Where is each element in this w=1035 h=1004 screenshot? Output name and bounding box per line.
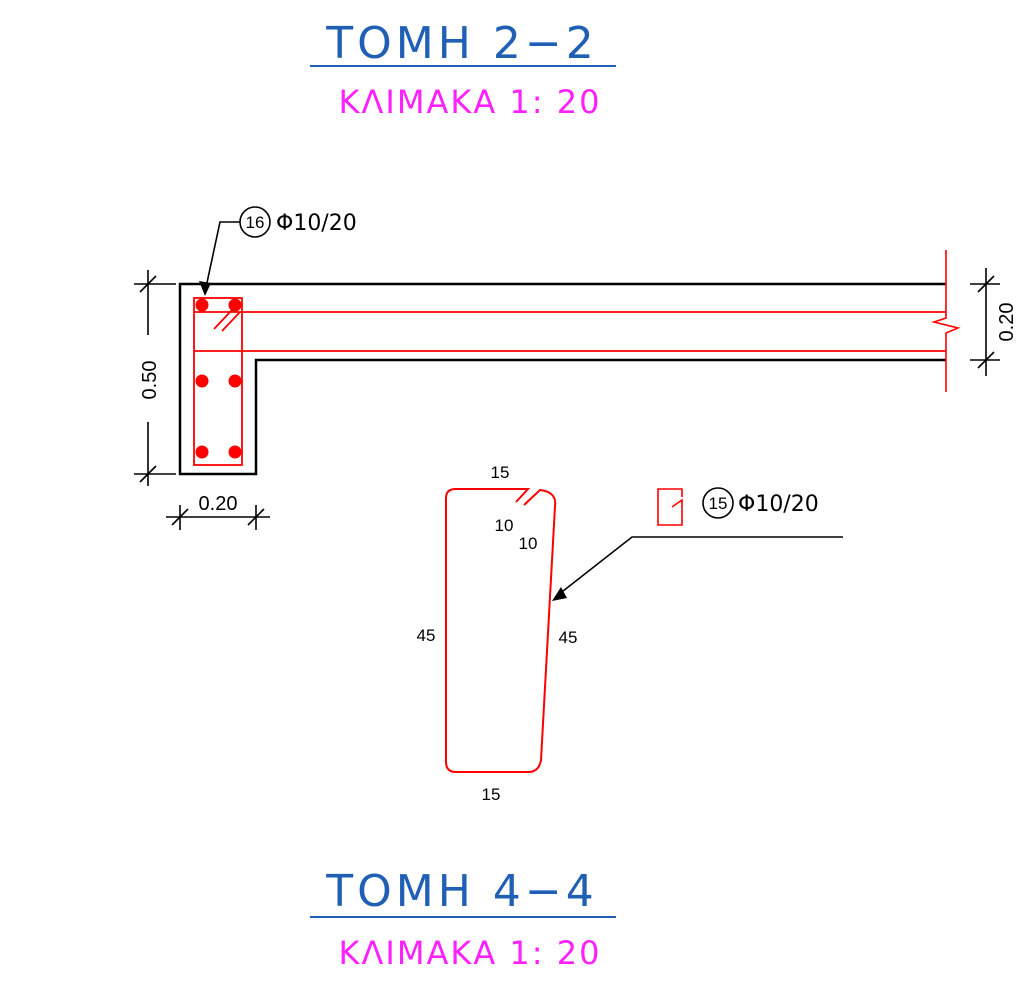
slab-break-line (931, 250, 961, 392)
stirrup-mini-symbol (657, 488, 683, 526)
stirrup-top-length: 15 (491, 463, 510, 482)
stirrup-hook-b: 10 (519, 534, 538, 553)
stirrup-callout-number: 16 (246, 213, 265, 232)
rebar-dot (228, 298, 242, 312)
height-dim-tick (139, 275, 157, 293)
slab-dimension: 0.20 (996, 303, 1018, 342)
detail-callout-leader (557, 536, 843, 596)
section-scale-bottom: ΚΛΙΜΑΚΑ 1: 20 (339, 934, 602, 972)
section-title-bottom: ΤΟΜΗ 4−4 (325, 866, 597, 917)
detail-callout-arrow (552, 587, 567, 601)
detail-callout-circle (702, 487, 734, 519)
width-dimension: 0.20 (199, 493, 238, 515)
height-dim-tick (139, 465, 157, 483)
rebar-dot (228, 374, 242, 388)
rebar-dot (195, 445, 209, 459)
slab-dim-tick (977, 275, 995, 293)
section-title-top: ΤΟΜΗ 2−2 (325, 18, 597, 69)
detail-callout-number: 15 (709, 494, 728, 513)
width-dim-tick (171, 508, 189, 526)
stirrup-shape (445, 488, 557, 773)
stirrup-bottom-length: 15 (482, 785, 501, 804)
rebar-dot (228, 445, 242, 459)
beam-slab-outline (178, 282, 946, 476)
stirrup-callout-text: Φ10/20 (276, 211, 357, 236)
width-dim-tick (247, 508, 265, 526)
stirrup-callout-arrow (199, 281, 211, 296)
rebar-dot (195, 298, 209, 312)
slab-dim-tick (977, 351, 995, 369)
stirrup-callout-leader (204, 221, 240, 293)
stirrup-left-length: 45 (417, 626, 436, 645)
detail-callout-text: Φ10/20 (738, 492, 819, 517)
stirrup-right-length: 45 (559, 628, 578, 647)
section-scale-top: ΚΛΙΜΑΚΑ 1: 20 (339, 83, 602, 121)
stirrup-callout-circle (239, 206, 271, 238)
height-dimension: 0.50 (139, 361, 161, 400)
rebar-dot (195, 374, 209, 388)
beam-stirrup (193, 297, 243, 466)
stirrup-hook-a: 10 (495, 516, 514, 535)
stirrup-hook (213, 309, 241, 332)
